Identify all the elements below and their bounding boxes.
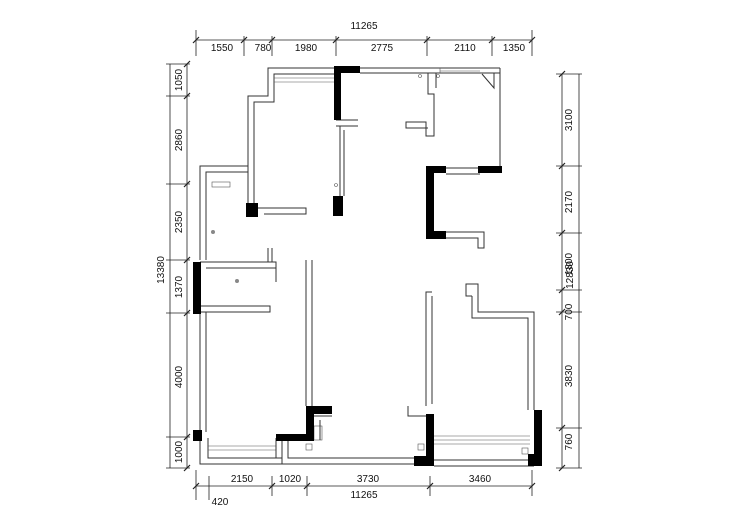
left-seg-label: 1050	[174, 68, 185, 91]
fixture-box	[521, 447, 529, 455]
right-seg-label: 2170	[564, 190, 575, 213]
fixture-dot	[211, 230, 215, 234]
column	[534, 410, 542, 466]
top-seg-label: 2110	[454, 43, 476, 54]
left-seg-label: 4000	[174, 365, 185, 388]
column	[426, 414, 434, 466]
bottom-seg-label: 3730	[357, 474, 380, 485]
left-seg-label: 1370	[174, 275, 185, 298]
top-seg-label: 1980	[295, 43, 318, 54]
right-total-label: 12830	[565, 261, 576, 289]
top-seg-label: 2775	[371, 43, 394, 54]
fixture-dot	[334, 183, 338, 187]
column	[276, 434, 314, 441]
left-dimension-chain: 1050 2860 2350 1370 4000 1000 13380	[156, 60, 191, 472]
top-seg-label: 1550	[211, 43, 234, 54]
column	[426, 231, 446, 239]
left-seg-label: 2350	[174, 210, 185, 233]
column	[193, 262, 201, 314]
column	[528, 454, 542, 466]
top-total-label: 11265	[350, 21, 378, 32]
top-dimension-chain: 11265 1550 780 1980 2775 2110 1350	[192, 21, 536, 56]
fixture-dot	[235, 279, 239, 283]
left-total-label: 13380	[156, 256, 167, 284]
walls	[199, 67, 535, 467]
bottom-seg-label: 2150	[231, 474, 254, 485]
fixture-box	[305, 443, 313, 451]
bottom-seg-label: 1020	[279, 474, 302, 485]
bottom-total-label: 11265	[350, 490, 378, 501]
right-seg-label: 3100	[564, 108, 575, 131]
right-seg-label: 3830	[564, 364, 575, 387]
bottom-dimension-chain: 2150 1020 3730 3460 11265 420	[192, 470, 536, 508]
right-dimension-chain: 3100 2170 1800 700 3830 760 12830	[556, 70, 582, 472]
bottom-seg-label: 3460	[469, 474, 492, 485]
right-seg-label: 760	[564, 433, 575, 450]
right-seg-label: 700	[564, 303, 575, 320]
column	[334, 66, 360, 73]
fixture-dot	[418, 74, 422, 78]
column	[306, 406, 314, 440]
bottom-offset-label: 420	[212, 497, 229, 508]
top-seg-label: 780	[255, 43, 272, 54]
column	[246, 203, 258, 217]
column	[193, 430, 202, 441]
top-seg-label: 1350	[503, 43, 526, 54]
left-seg-label: 2860	[174, 128, 185, 151]
left-seg-label: 1000	[174, 440, 185, 463]
column	[306, 406, 332, 414]
column	[334, 66, 341, 120]
column	[478, 166, 502, 173]
fixture-dot	[436, 74, 440, 78]
fixture-marks	[211, 74, 529, 455]
column	[414, 456, 434, 466]
right-seg-label: 1800	[564, 252, 575, 275]
column	[426, 166, 446, 173]
fixture-box	[417, 443, 425, 451]
structural-columns	[193, 66, 542, 466]
column	[333, 196, 343, 216]
column	[426, 166, 434, 238]
